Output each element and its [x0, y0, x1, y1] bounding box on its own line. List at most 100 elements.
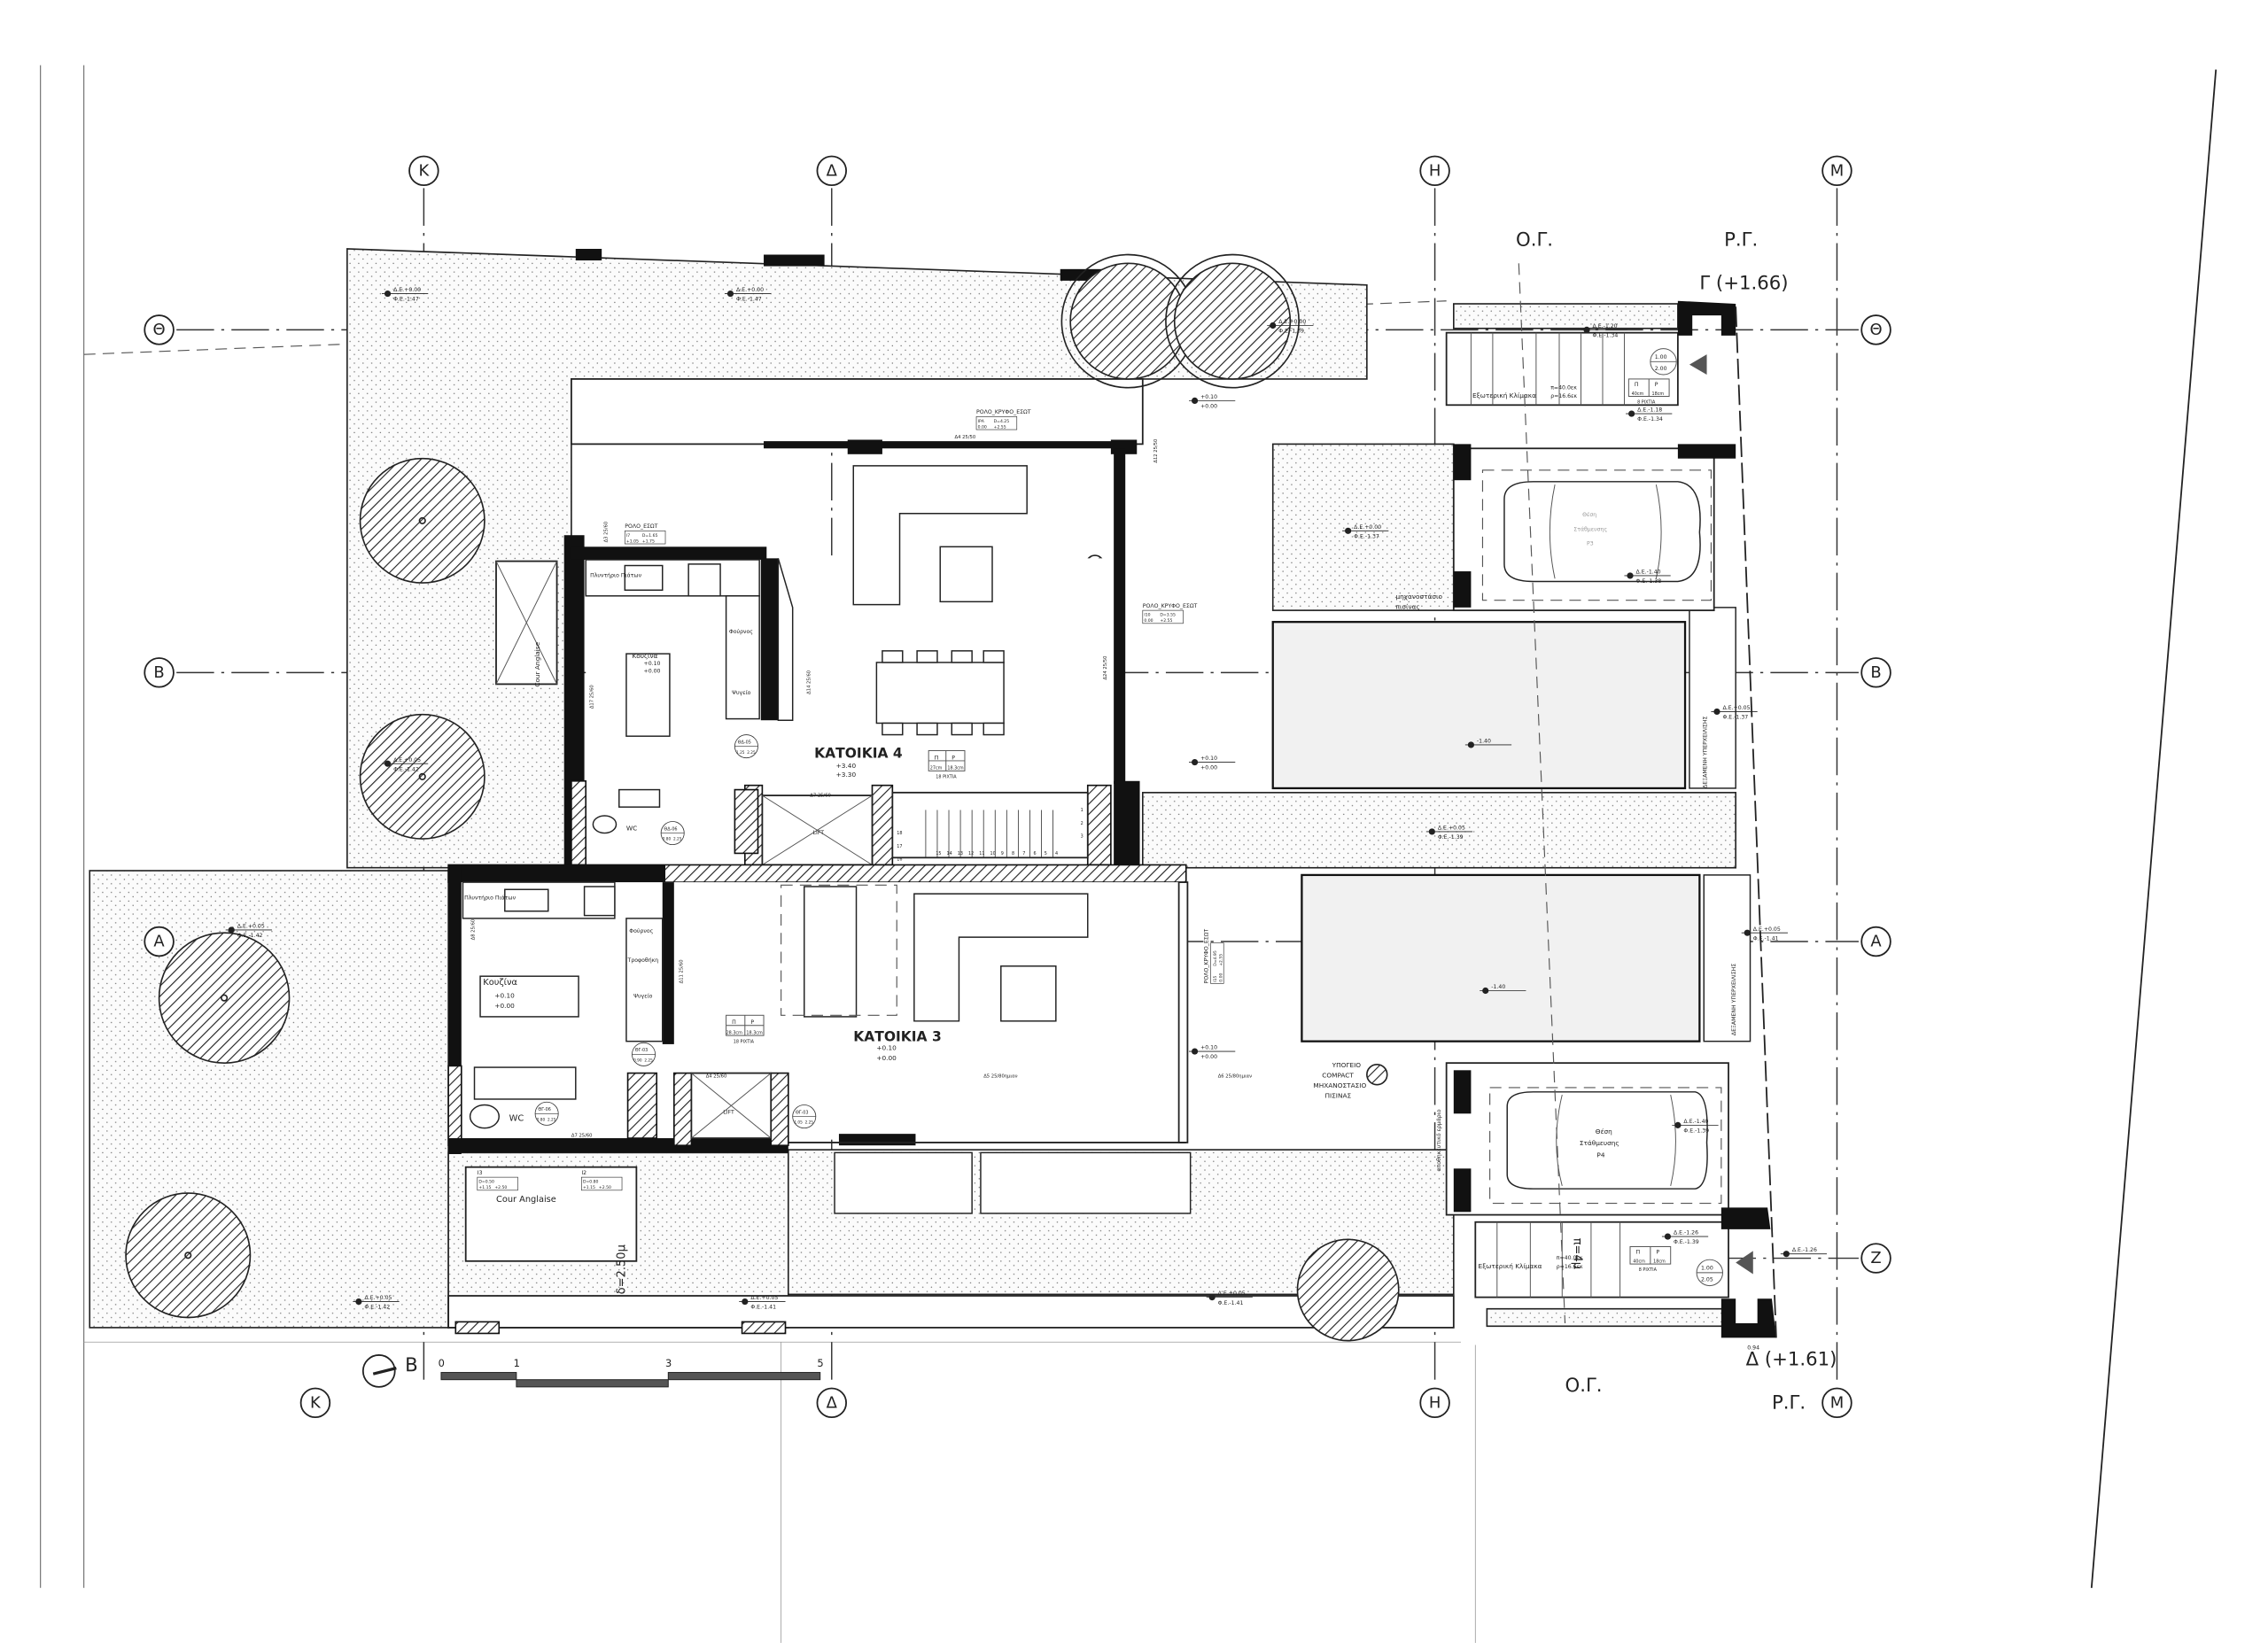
svg-text:Θέση: Θέση — [1582, 511, 1596, 518]
level-marker: +0.10+0.00 — [1189, 756, 1236, 771]
svg-text:+1.15: +1.15 — [583, 1185, 595, 1190]
exterior-stair-top: Εξωτερική Κλίμακα π=40.0εκ ρ=16.6εκ Π Ρ … — [1472, 348, 1677, 406]
svg-text:Π: Π — [1636, 1250, 1641, 1256]
level-value: Φ.Ε.-1.41 — [1753, 935, 1779, 942]
svg-text:Η: Η — [1429, 161, 1441, 180]
svg-text:+3.40: +3.40 — [836, 762, 857, 770]
svg-text:ΘΓ-03: ΘΓ-03 — [796, 1110, 809, 1115]
level-markers: Δ.Ε.+0.00Φ.Ε.-1.47Δ.Ε.+0.00Φ.Ε.-1.47Δ.Ε.… — [225, 287, 1828, 1311]
stair-step-number: 17 — [897, 844, 902, 849]
svg-text:Ρ: Ρ — [1656, 1250, 1659, 1256]
level-marker: Δ.Ε.+0.00Φ.Ε.-1.47 — [724, 287, 772, 303]
svg-text:ΔΕΞΑΜΕΝΗ ΥΠΕΡΧΕΙΛΙΣΗΣ: ΔΕΞΑΜΕΝΗ ΥΠΕΡΧΕΙΛΙΣΗΣ — [1703, 717, 1709, 788]
svg-text:D=4.95: D=4.95 — [1213, 950, 1218, 966]
level-value: Δ.Ε.+0.05 — [1218, 1290, 1246, 1297]
svg-text:Α: Α — [1870, 933, 1882, 951]
svg-text:2.05: 2.05 — [1701, 1277, 1713, 1283]
beam-label: Δ24 25/50 — [1103, 656, 1108, 680]
svg-text:8 ΡΙΧΤΙΑ: 8 ΡΙΧΤΙΑ — [1637, 400, 1656, 406]
svg-text:18.3cm: 18.3cm — [746, 1030, 763, 1035]
level-value: Φ.Ε.-1.47 — [393, 297, 419, 303]
column-icon — [1366, 1063, 1388, 1086]
beam-label: Δ7 25/60 — [810, 794, 831, 799]
stair-step-number: 6 — [1034, 851, 1037, 856]
sidewalk-width: δ=2.50μ — [615, 1244, 628, 1294]
level-value: Φ.Ε.-1.42 — [237, 933, 263, 939]
svg-text:Τροφοθήκη: Τροφοθήκη — [627, 957, 659, 964]
axis-bubble-right-b: Β — [1860, 657, 1891, 688]
svg-text:+0.00: +0.00 — [876, 1054, 897, 1062]
svg-text:Φούρνος: Φούρνος — [729, 628, 753, 635]
svg-text:Ρ: Ρ — [1655, 382, 1658, 388]
svg-text:28.3cm: 28.3cm — [726, 1030, 743, 1035]
svg-text:ΜΗΧΑΝΟΣΤΑΣΙΟ: ΜΗΧΑΝΟΣΤΑΣΙΟ — [1313, 1081, 1366, 1089]
axis-bubble-left-a: Α — [144, 926, 175, 957]
svg-text:D=1.65: D=1.65 — [642, 533, 658, 539]
corner-elevation-top: Γ (+1.66) — [1699, 273, 1788, 295]
stair-step-number: 15 — [936, 851, 941, 856]
level-value: Δ.Ε.-1.40 — [1683, 1119, 1708, 1125]
beam-label: Δ5 25/80ημιαν — [983, 1073, 1017, 1079]
svg-text:Πλυντήριο Πιάτων: Πλυντήριο Πιάτων — [464, 895, 517, 902]
svg-text:Π: Π — [732, 1019, 736, 1026]
svg-text:2.25: 2.25 — [805, 1120, 814, 1125]
svg-text:ρ=16.6εκ: ρ=16.6εκ — [1550, 393, 1577, 399]
svg-text:40cm: 40cm — [1633, 1259, 1645, 1264]
stair-table-u3: Π Ρ 28.3cm 18.3cm 18 ΡΙΧΤΙΑ — [726, 1014, 765, 1044]
pool-upper — [1271, 621, 1687, 790]
axis-bubble-right-a: Α — [1860, 926, 1891, 957]
level-value: Φ.Ε.-1.42 — [364, 1305, 390, 1311]
axis-bubble-left-b: Β — [144, 657, 175, 688]
svg-text:μηχανοστάσιο: μηχανοστάσιο — [1396, 593, 1443, 601]
svg-text:18 ΡΙΧΤΙΑ: 18 ΡΙΧΤΙΑ — [936, 775, 957, 780]
corner-elevation-bottom: Δ (+1.61) — [1746, 1348, 1837, 1370]
svg-text:Π: Π — [935, 755, 939, 761]
room-labels: ΚΑΤΟΙΚΙΑ 4 +3.40 +3.30 ΚΑΤΟΙΚΙΑ 3 +0.10 … — [464, 572, 942, 1205]
stair-step-number: 13 — [958, 851, 963, 856]
beam-label: Δ7 25/60 — [571, 1133, 593, 1138]
level-value: +0.00 — [1200, 404, 1217, 410]
svg-text:Εξωτερική Κλίμακα: Εξωτερική Κλίμακα — [1479, 1262, 1542, 1270]
beam-label: Δ4 25/60 — [706, 1073, 727, 1079]
level-value: Φ.Ε.-1.39 — [1683, 1128, 1709, 1135]
tree-icon — [1165, 253, 1300, 389]
level-value: Δ.Ε.+0.05 — [364, 1295, 392, 1301]
svg-text:+2.50: +2.50 — [494, 1185, 507, 1190]
cour-anglaise-upper: Cour Anglaise — [533, 641, 541, 686]
svg-text:D=3.55: D=3.55 — [1160, 613, 1176, 618]
level-value: -1.40 — [1491, 984, 1505, 990]
level-marker: Δ.Ε.+0.05Φ.Ε.-1.41 — [1206, 1290, 1253, 1306]
level-value: Φ.Ε.-1.39 — [1438, 834, 1464, 841]
svg-text:1.05: 1.05 — [794, 1120, 803, 1125]
level-marker: -1.40 — [1480, 984, 1526, 995]
level-value: Δ.Ε.+0.05 — [1438, 825, 1465, 831]
stair-step-number: 9 — [1001, 851, 1004, 856]
level-marker: Δ.Ε.-1.26 — [1780, 1247, 1828, 1258]
svg-text:Κ: Κ — [310, 1393, 322, 1412]
wc-label-u3: WC — [509, 1113, 524, 1123]
level-marker: +0.10+0.00 — [1189, 1045, 1236, 1060]
level-value: +0.00 — [1200, 1054, 1217, 1060]
axis-bubble-top-h: Η — [1419, 155, 1450, 187]
wc-label-u4: WC — [626, 824, 637, 832]
svg-text:ΡΟΛΟ_ΚΡΥΦΟ_ΕΣΩΤ: ΡΟΛΟ_ΚΡΥΦΟ_ΕΣΩΤ — [1143, 603, 1198, 609]
level-value: Φ.Ε.-1.42 — [393, 766, 419, 772]
svg-text:+0.00: +0.00 — [644, 668, 661, 674]
axis-bubble-bottom-d: Δ — [816, 1387, 847, 1419]
level-value: Φ.Ε.-1.34 — [1593, 333, 1619, 339]
street-line-label-bottom: Ρ.Γ. — [1772, 1391, 1806, 1414]
kitchen-label-u4: Κουζίνα — [632, 652, 657, 660]
axis-bubble-top-d: Δ — [816, 155, 847, 187]
level-value: Δ.Ε.-1.40 — [1636, 570, 1661, 576]
level-value: Δ.Ε.+0.05 — [750, 1295, 778, 1301]
svg-text:+2.50: +2.50 — [599, 1185, 611, 1190]
unit-4-title: ΚΑΤΟΙΚΙΑ 4 — [814, 746, 903, 762]
svg-text:+0.10: +0.10 — [494, 992, 515, 1000]
